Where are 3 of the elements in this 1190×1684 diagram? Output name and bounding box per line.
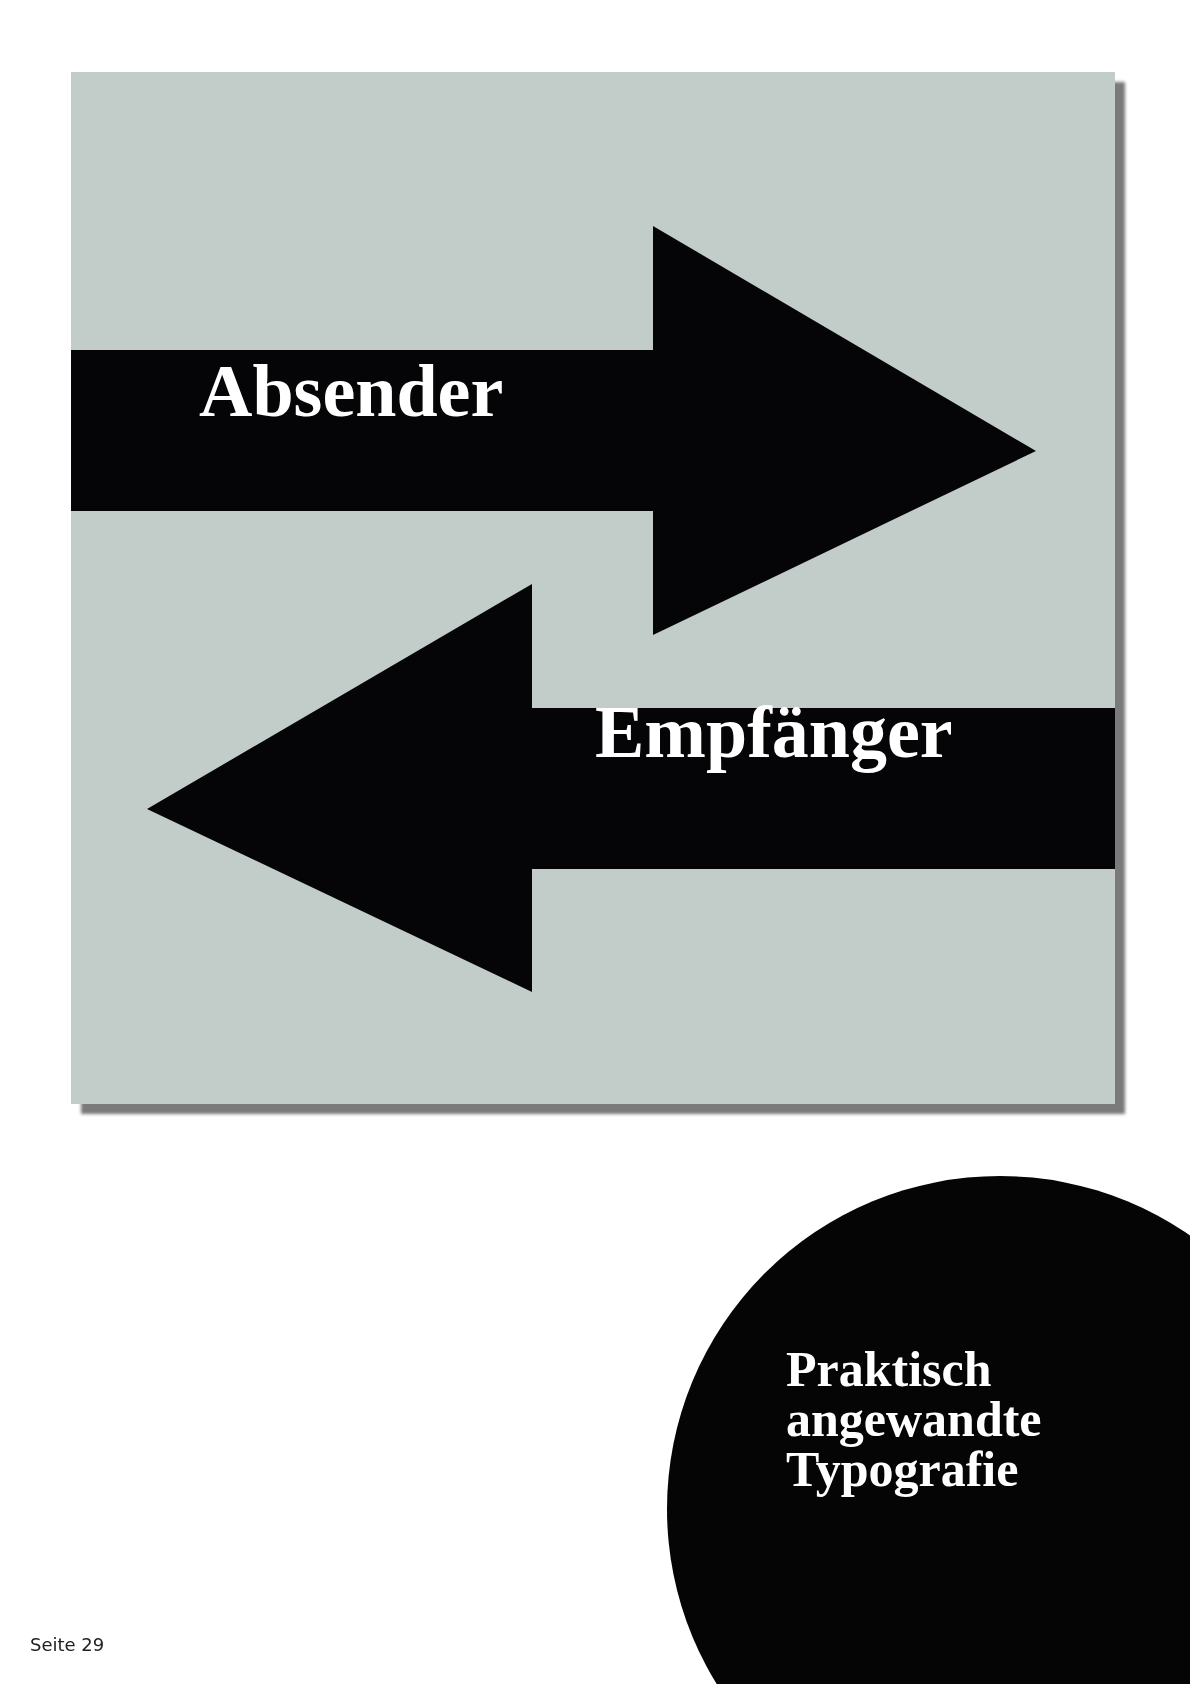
arrow-label: Empfänger xyxy=(595,692,953,774)
page-number: Seite 29 xyxy=(30,1634,105,1655)
arrow-label: Absender xyxy=(199,351,504,433)
